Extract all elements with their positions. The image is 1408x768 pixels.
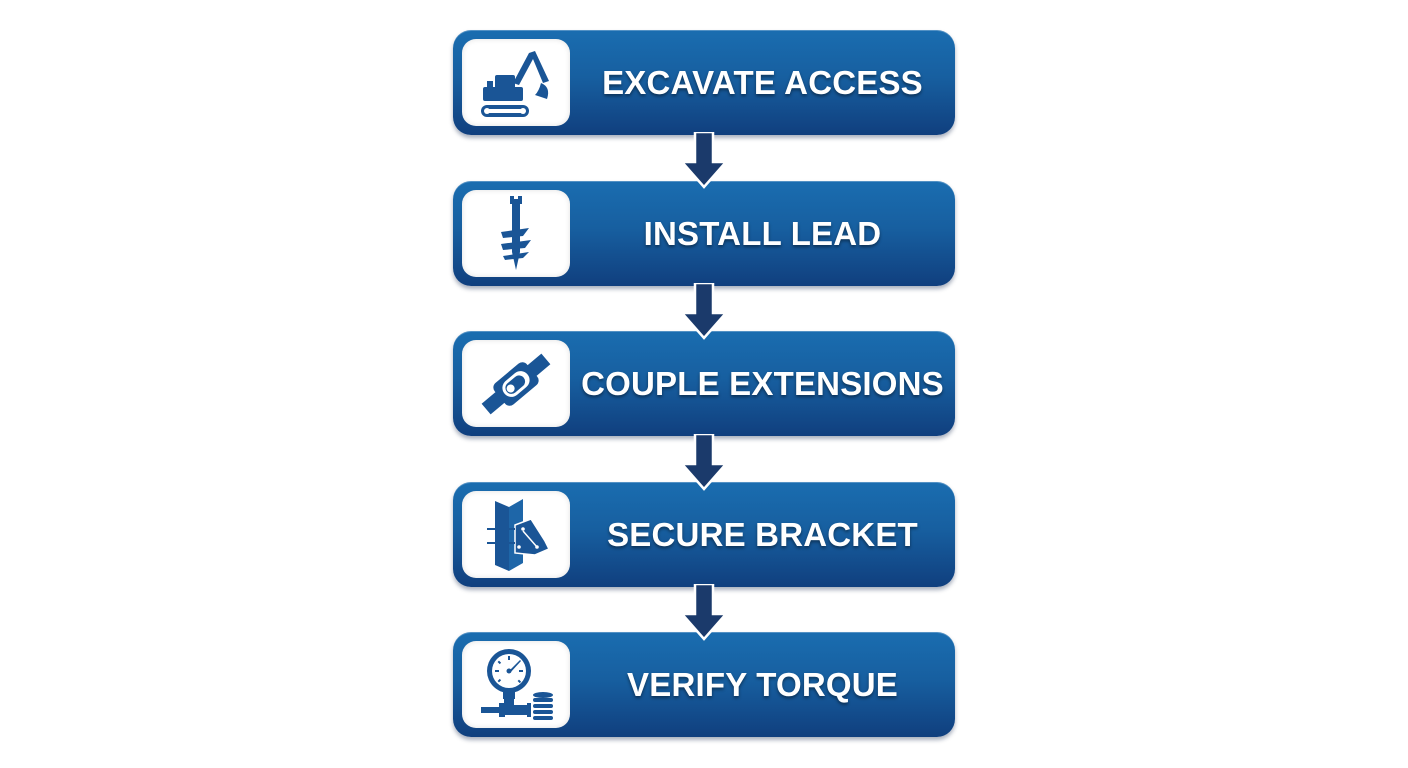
step-verify-torque: VERIFY TORQUE <box>453 632 955 737</box>
step-label: COUPLE EXTENSIONS <box>581 364 944 402</box>
step-label: INSTALL LEAD <box>643 214 882 252</box>
step-icon-tile <box>462 641 570 728</box>
step-label: EXCAVATE ACCESS <box>602 63 923 101</box>
step-icon-tile <box>462 340 570 427</box>
step-icon-tile <box>462 491 570 578</box>
step-install-lead: INSTALL LEAD <box>453 181 955 286</box>
arrow-down-icon <box>680 132 728 194</box>
step-secure-bracket: SECURE BRACKET <box>453 482 955 587</box>
arrow-down-icon <box>680 584 728 646</box>
helical-pile-icon <box>501 195 531 270</box>
step-icon-tile <box>462 190 570 277</box>
bracket-icon <box>487 498 551 571</box>
step-icon-tile <box>462 39 570 126</box>
step-excavate-access: EXCAVATE ACCESS <box>453 30 955 135</box>
step-couple-extensions: COUPLE EXTENSIONS <box>453 331 955 436</box>
excavator-icon <box>481 50 549 117</box>
coupling-icon <box>481 353 551 414</box>
step-label: SECURE BRACKET <box>607 515 918 553</box>
arrow-down-icon <box>680 283 728 345</box>
step-label: VERIFY TORQUE <box>627 665 898 703</box>
pressure-gauge-icon <box>481 648 553 720</box>
arrow-down-icon <box>680 434 728 496</box>
